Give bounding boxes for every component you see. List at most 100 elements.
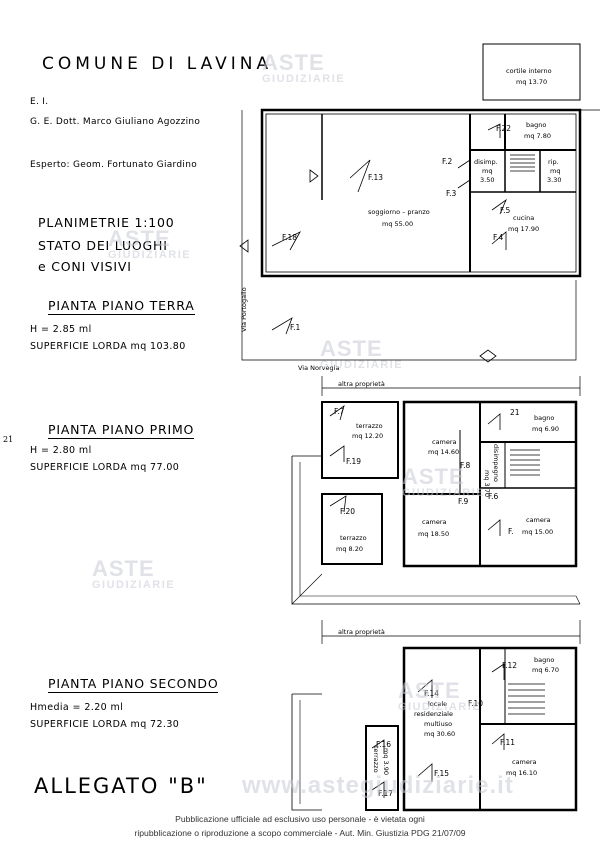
label-multiuso: multiuso [424, 720, 452, 728]
courtyard-outline [482, 43, 581, 101]
legend-views: e CONI VISIVI [38, 259, 132, 274]
view-label: F.9 [458, 497, 468, 506]
label-bagno-ps: bagno [534, 656, 554, 664]
view-label: F.15 [434, 769, 449, 778]
footer-line-2: ripubblicazione o riproduzione a scopo c… [134, 828, 466, 838]
label-disimpegno: disimpegno [492, 444, 500, 482]
view-label: F.14 [424, 689, 439, 698]
label-cucina-area: mq 17.90 [508, 225, 539, 233]
label-disimp: disimp. [474, 158, 498, 166]
footer-line-1: Pubblicazione ufficiale ad esclusivo uso… [175, 814, 425, 824]
procedure-ei: E. I. [30, 97, 49, 107]
view-label: F.22 [496, 124, 511, 133]
label-cucina: cucina [513, 214, 534, 222]
view-label: F.16 [376, 740, 391, 749]
label-soggiorno: soggiorno – pranzo [368, 208, 430, 216]
label-camera-ps-area: mq 16.10 [506, 769, 537, 777]
label-cortile: cortile interno [506, 67, 552, 75]
view-label: F.20 [340, 507, 355, 516]
second-floor-area: SUPERFICIE LORDA mq 72.30 [30, 719, 180, 730]
label-disimpegno-area: mq 3.70 [483, 470, 491, 497]
judge-name: G. E. Dott. Marco Giuliano Agozzino [30, 117, 201, 127]
ground-floor-title: PIANTA PIANO TERRA [48, 298, 195, 315]
view-label: F.6 [488, 492, 498, 501]
label-rip: rip. [548, 158, 559, 166]
view-label: F.10 [468, 699, 483, 708]
expert-name: Esperto: Geom. Fortunato Giardino [30, 160, 198, 170]
annex-label: ALLEGATO "B" [34, 774, 208, 798]
ground-floor-area: SUPERFICIE LORDA mq 103.80 [30, 341, 186, 352]
view-label: F.18 [282, 233, 297, 242]
watermark-url: www.astegiudiziarie.it [242, 772, 514, 799]
label-bagno-pp: bagno [534, 414, 554, 422]
label-camera-2-area: mq 18.50 [418, 530, 449, 538]
label-terrazzo-1-area: mq 12.20 [352, 432, 383, 440]
view-label: F.2 [442, 157, 452, 166]
view-label: F.11 [500, 738, 515, 747]
ground-floor-height: H = 2.85 ml [30, 324, 92, 335]
label-camera-1-area: mq 14.60 [428, 448, 459, 456]
first-floor-outer-wall [402, 400, 578, 568]
label-rip-area: mq [550, 167, 560, 175]
legend-state: STATO DEI LUOGHI [38, 238, 168, 253]
label-locale-area: mq 30.60 [424, 730, 455, 738]
label-bagno-pp-area: mq 6.90 [532, 425, 559, 433]
label-terrazzo-2-area: mq 8.20 [336, 545, 363, 553]
first-floor-title: PIANTA PIANO PRIMO [48, 422, 195, 439]
label-disimp-area: mq [482, 167, 492, 175]
view-label: 21 [510, 408, 520, 417]
label-cortile-area: mq 13.70 [516, 78, 547, 86]
page-number: 21 [3, 435, 14, 444]
label-via-norvegia: Via Norvegia [298, 364, 339, 372]
view-label: F.4 [493, 233, 503, 242]
label-terrazzo-ps: terrazzo [372, 746, 380, 773]
label-terrazzo-1: terrazzo [356, 422, 383, 430]
label-camera-3-area: mq 15.00 [522, 528, 553, 536]
label-rip-area2: 3.30 [547, 176, 561, 184]
label-bagno-ps-area: mq 6.70 [532, 666, 559, 674]
label-altra-2: altra proprietà [338, 628, 385, 636]
view-labels: F.1 F.2 F.3 F.4 F.5 F.13 F.18 F.22 F.7 F… [282, 124, 520, 798]
label-residenziale: residenziale [414, 710, 453, 718]
label-locale: locale [428, 700, 447, 708]
view-label: F.12 [502, 661, 517, 670]
label-camera-2: camera [422, 518, 447, 526]
view-label: F.3 [446, 189, 456, 198]
view-label: F.13 [368, 173, 383, 182]
ground-floor-plan [239, 43, 600, 363]
view-label: F.1 [290, 323, 300, 332]
ground-outer-wall [260, 108, 582, 278]
second-floor-height: Hmedia = 2.20 ml [30, 702, 124, 713]
label-bagno-pt-area: mq 7.80 [524, 132, 551, 140]
label-camera-1: camera [432, 438, 457, 446]
view-label: F. [508, 527, 514, 536]
view-label: F.8 [460, 461, 470, 470]
first-floor-area: SUPERFICIE LORDA mq 77.00 [30, 462, 180, 473]
view-cones [271, 123, 507, 798]
label-terrazzo-ps-area: mq 3.90 [382, 748, 390, 775]
view-label: F.5 [500, 206, 510, 215]
label-camera-ps: camera [512, 758, 537, 766]
document-title: COMUNE DI LAVINA [42, 54, 273, 74]
view-label: F.19 [346, 457, 361, 466]
label-terrazzo-2: terrazzo [340, 534, 367, 542]
legend-scale: PLANIMETRIE 1:100 [38, 215, 175, 230]
view-label: F.17 [378, 789, 393, 798]
label-camera-3: camera [526, 516, 551, 524]
label-disimp-area2: 3.50 [480, 176, 494, 184]
first-floor-height: H = 2.80 ml [30, 445, 92, 456]
label-altra-1: altra proprietà [338, 380, 385, 388]
label-bagno-pt: bagno [526, 121, 546, 129]
label-soggiorno-area: mq 55.00 [382, 220, 413, 228]
second-floor-title: PIANTA PIANO SECONDO [48, 676, 219, 693]
view-label: F.7 [334, 407, 344, 416]
first-floor-plan [291, 376, 581, 605]
second-floor-outer-wall [402, 646, 578, 812]
